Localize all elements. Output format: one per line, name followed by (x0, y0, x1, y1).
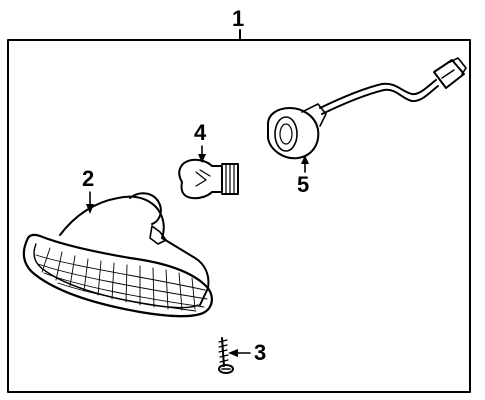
callout-arrow-4 (198, 154, 206, 163)
socket-harness (267, 57, 467, 160)
callout-5: 5 (297, 155, 309, 197)
screw (218, 337, 234, 374)
callout-arrow-5 (301, 155, 309, 164)
callout-arrow-3 (228, 349, 238, 357)
callout-label-2: 2 (82, 166, 94, 191)
callout-4: 4 (194, 120, 207, 163)
bulb (178, 158, 239, 200)
callout-2: 2 (82, 166, 94, 214)
callout-label-4: 4 (194, 120, 207, 145)
lens-housing (22, 192, 213, 318)
callout-label-3: 3 (254, 340, 266, 365)
callout-label-5: 5 (297, 172, 309, 197)
lens-grid (35, 247, 208, 312)
callout-1: 1 (232, 6, 244, 41)
callout-3: 3 (228, 340, 266, 365)
callout-arrow-2 (86, 204, 94, 214)
assembly-frame (7, 39, 471, 393)
callout-label-1: 1 (232, 6, 244, 31)
